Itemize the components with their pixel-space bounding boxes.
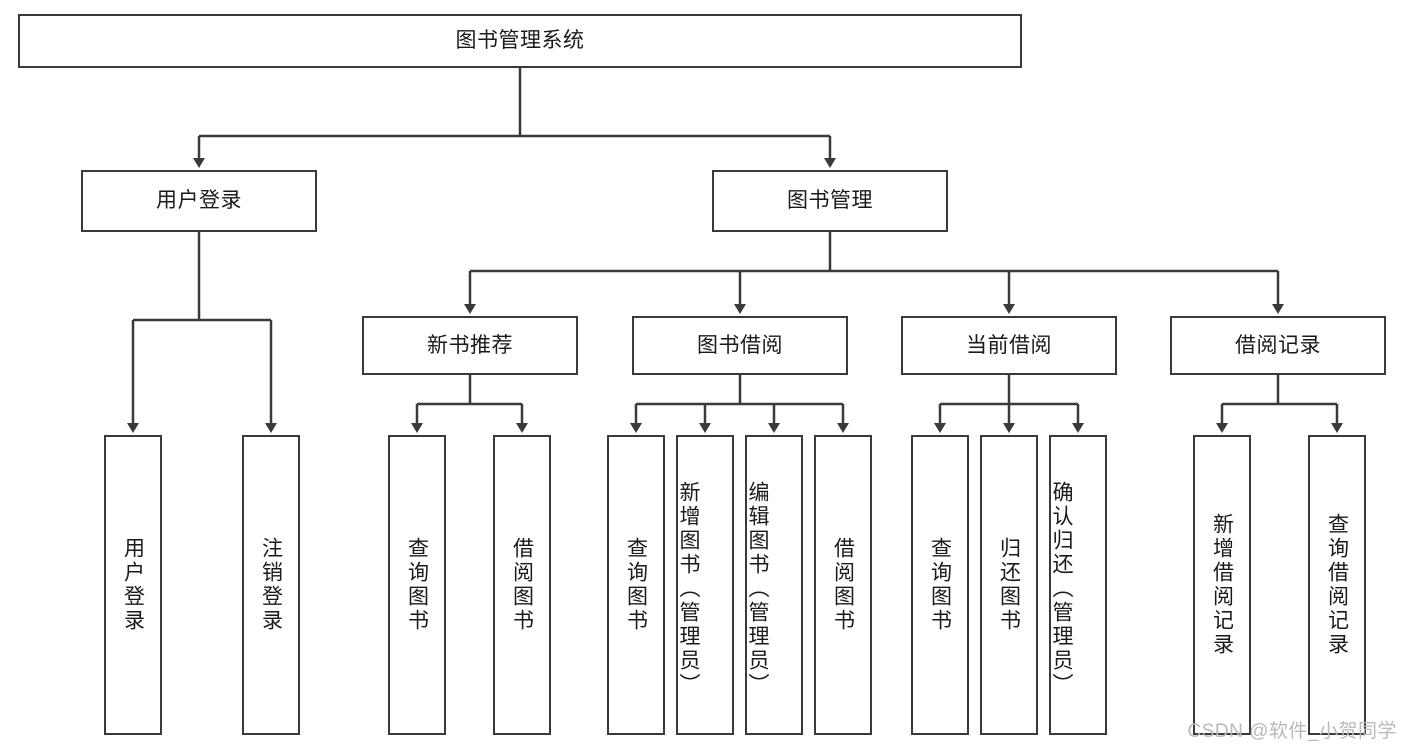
node-label: 用户登录 bbox=[121, 537, 145, 633]
edge-borrowrecord-to-leaves bbox=[1216, 375, 1343, 433]
node-root-system[interactable]: 图书管理系统 bbox=[18, 14, 1022, 68]
node-leaf-query-book-newbook[interactable]: 查询图书 bbox=[388, 435, 446, 735]
edge-bookborrow-to-leaves bbox=[630, 375, 849, 433]
edge-bookmanage-to-level3 bbox=[464, 232, 1284, 314]
node-label: 新增借阅记录 bbox=[1210, 513, 1234, 657]
node-leaf-borrow-book-newbook[interactable]: 借阅图书 bbox=[493, 435, 551, 735]
node-leaf-user-logout[interactable]: 注销登录 bbox=[242, 435, 300, 735]
node-leaf-query-borrow-record[interactable]: 查询借阅记录 bbox=[1308, 435, 1366, 735]
node-label: 查询借阅记录 bbox=[1325, 513, 1349, 657]
node-label: 图书借阅 bbox=[697, 333, 783, 357]
node-label: 注销登录 bbox=[259, 537, 283, 633]
node-label: 借阅图书 bbox=[510, 537, 534, 633]
node-leaf-add-book-admin[interactable]: 新增图书（管理员） bbox=[676, 435, 734, 735]
node-label: 新书推荐 bbox=[427, 333, 513, 357]
node-book-manage[interactable]: 图书管理 bbox=[712, 170, 948, 232]
node-label: 确认归还（管理员） bbox=[1050, 481, 1073, 697]
node-label: 新增图书（管理员） bbox=[677, 481, 700, 697]
node-user-login[interactable]: 用户登录 bbox=[81, 170, 317, 232]
node-label: 归还图书 bbox=[997, 537, 1021, 633]
node-borrow-record[interactable]: 借阅记录 bbox=[1170, 316, 1386, 375]
node-label: 当前借阅 bbox=[966, 333, 1052, 357]
node-label: 查询图书 bbox=[405, 537, 429, 633]
node-book-borrow[interactable]: 图书借阅 bbox=[632, 316, 848, 375]
node-leaf-confirm-return-admin[interactable]: 确认归还（管理员） bbox=[1049, 435, 1107, 735]
node-label: 查询图书 bbox=[624, 537, 648, 633]
node-leaf-edit-book-admin[interactable]: 编辑图书（管理员） bbox=[745, 435, 803, 735]
node-label: 查询图书 bbox=[928, 537, 952, 633]
node-leaf-query-book-borrow[interactable]: 查询图书 bbox=[607, 435, 665, 735]
node-label: 编辑图书（管理员） bbox=[746, 481, 769, 697]
edge-newbook-to-leaves bbox=[411, 375, 528, 433]
node-leaf-user-login[interactable]: 用户登录 bbox=[104, 435, 162, 735]
node-label: 图书管理 bbox=[787, 189, 873, 213]
edge-root-to-level2 bbox=[193, 68, 836, 168]
node-new-book-recommend[interactable]: 新书推荐 bbox=[362, 316, 578, 375]
node-leaf-return-book[interactable]: 归还图书 bbox=[980, 435, 1038, 735]
node-label: 图书管理系统 bbox=[455, 29, 585, 53]
node-leaf-query-book-current[interactable]: 查询图书 bbox=[911, 435, 969, 735]
node-label: 借阅记录 bbox=[1235, 333, 1321, 357]
edge-userlogin-to-leaves bbox=[127, 232, 277, 433]
csdn-watermark: CSDN @软件_小贺同学 bbox=[1187, 721, 1397, 742]
node-current-borrow[interactable]: 当前借阅 bbox=[901, 316, 1117, 375]
node-label: 用户登录 bbox=[156, 189, 242, 213]
edge-currentborrow-to-leaves bbox=[934, 375, 1084, 433]
node-leaf-borrow-book-borrow[interactable]: 借阅图书 bbox=[814, 435, 872, 735]
node-label: 借阅图书 bbox=[831, 537, 855, 633]
node-leaf-add-borrow-record[interactable]: 新增借阅记录 bbox=[1193, 435, 1251, 735]
